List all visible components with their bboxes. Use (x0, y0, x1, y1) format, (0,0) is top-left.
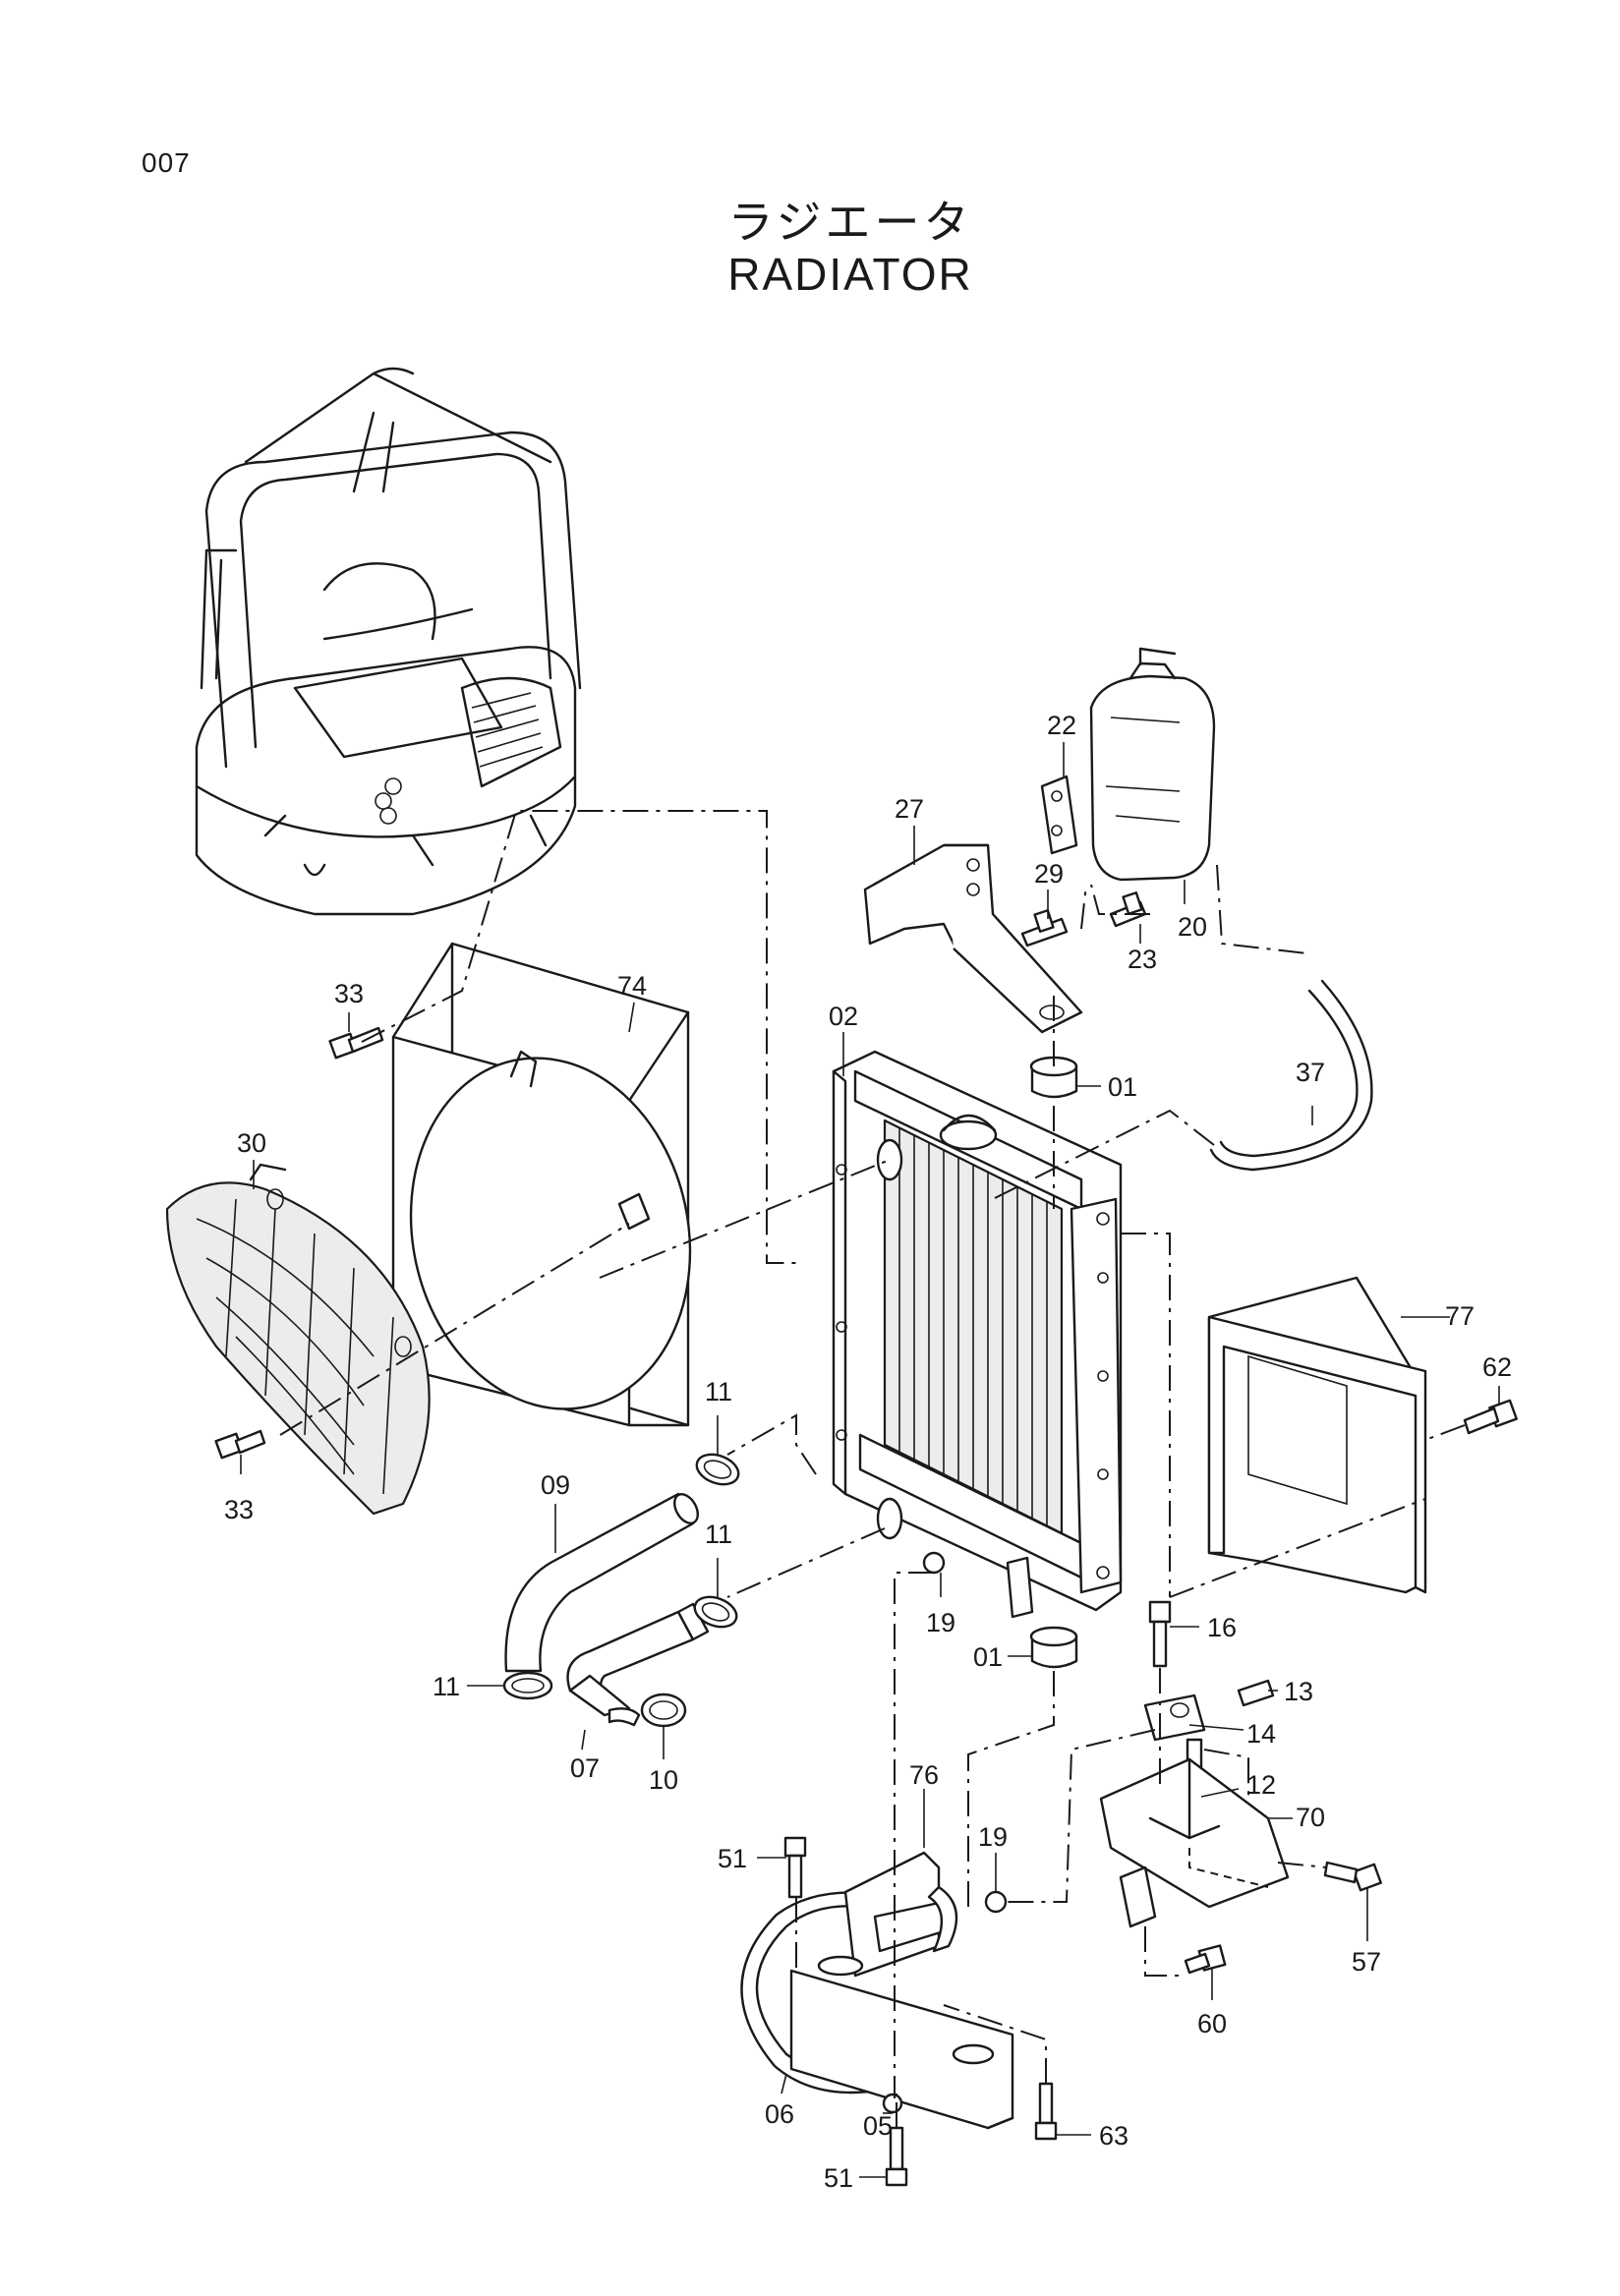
leader-lines (240, 742, 1500, 2178)
assembly-lines (279, 810, 1466, 2128)
callout-77: 77 (1445, 1301, 1475, 1331)
callout-11: 11 (433, 1672, 460, 1701)
upper-hose (504, 1492, 699, 1673)
callout-70: 70 (1296, 1803, 1325, 1832)
callout-22: 22 (1047, 711, 1076, 740)
callout-51: 51 (824, 2163, 853, 2193)
bolt-33-lower (214, 1429, 266, 1460)
callout-12: 12 (1246, 1770, 1276, 1800)
callout-60: 60 (1197, 2009, 1227, 2038)
clamp-19-upper (922, 1551, 946, 1575)
callout-01: 01 (973, 1642, 1003, 1672)
callout-37: 37 (1296, 1058, 1325, 1087)
callout-62: 62 (1482, 1352, 1512, 1382)
callout-14: 14 (1246, 1719, 1276, 1749)
hose-clamp-upper (695, 1453, 740, 1486)
reserve-tank (1089, 647, 1216, 882)
drain-pipe-bracket (789, 1851, 1014, 2130)
hose-clamp-10 (640, 1693, 687, 1728)
callout-63: 63 (1099, 2121, 1128, 2151)
fan-guard (165, 1163, 431, 1516)
callout-16: 16 (1207, 1613, 1237, 1642)
lower-hose (566, 1602, 710, 1727)
callout-labels: 22 27 29 23 20 33 74 02 01 37 30 77 62 1… (224, 711, 1512, 2193)
callout-01: 01 (1108, 1072, 1137, 1102)
callout-23: 23 (1128, 945, 1157, 974)
callout-07: 07 (570, 1753, 600, 1783)
coolant-overflow-hose (1209, 979, 1373, 1172)
hose-clamp-lower (502, 1671, 553, 1700)
callout-33: 33 (224, 1495, 254, 1524)
drain-bracket-70 (1099, 1757, 1290, 1928)
hose-fitting-05 (882, 2093, 903, 2114)
callout-29: 29 (1034, 859, 1064, 889)
bolt-33-upper (328, 1026, 384, 1060)
callout-05: 05 (863, 2111, 893, 2141)
hose-clamp-middle (693, 1595, 738, 1629)
callout-74: 74 (617, 971, 647, 1001)
callout-33: 33 (334, 979, 364, 1008)
callout-57: 57 (1352, 1947, 1381, 1977)
bolt-57 (1323, 1861, 1382, 1892)
clamp-19-lower (984, 1890, 1008, 1914)
tank-bracket (863, 775, 1083, 1034)
callout-06: 06 (765, 2099, 794, 2129)
title-english: RADIATOR (727, 249, 973, 300)
bolt-51-upper (783, 1836, 807, 1899)
callout-10: 10 (649, 1765, 678, 1795)
rubber-cushion-lower (1029, 1626, 1078, 1669)
page-number: 007 (142, 147, 191, 178)
callout-51: 51 (718, 1844, 747, 1873)
radiator-core (832, 1050, 1123, 1619)
machine-overview-illustration (195, 367, 582, 916)
callout-19: 19 (978, 1822, 1008, 1852)
callout-11: 11 (705, 1520, 732, 1549)
callout-76: 76 (909, 1760, 939, 1790)
callout-11: 11 (705, 1377, 732, 1406)
bolt-63 (1034, 2082, 1058, 2141)
bolt-16 (1148, 1600, 1172, 1668)
radiator-cover (1207, 1276, 1427, 1594)
bolt-23 (1109, 891, 1147, 928)
bolt-29 (1020, 909, 1069, 947)
title-japanese: ラジエータ (727, 196, 973, 249)
callout-30: 30 (237, 1128, 266, 1158)
callout-27: 27 (895, 794, 924, 824)
callout-13: 13 (1284, 1677, 1313, 1706)
rubber-cushion-upper (1029, 1056, 1078, 1099)
callout-19: 19 (926, 1608, 955, 1637)
bolt-62 (1463, 1399, 1518, 1435)
callout-02: 02 (829, 1002, 858, 1031)
callout-20: 20 (1178, 912, 1207, 942)
fan-shroud (391, 942, 692, 1427)
bolt-60 (1184, 1944, 1227, 1975)
callout-09: 09 (541, 1470, 570, 1500)
